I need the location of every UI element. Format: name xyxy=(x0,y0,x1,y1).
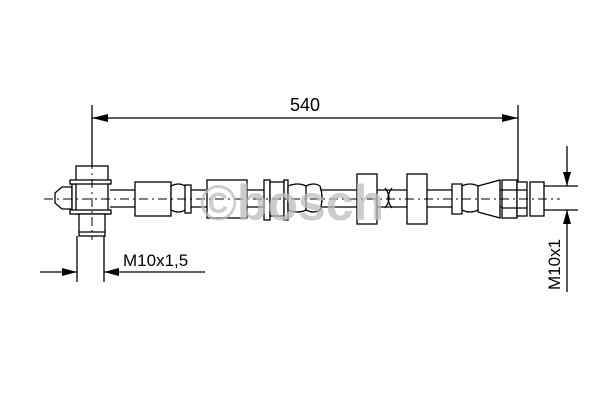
left-thread-dimension: M10x1,5 xyxy=(40,236,205,282)
length-label: 540 xyxy=(290,95,320,115)
right-thread-dimension: M10x1 xyxy=(544,146,578,292)
watermark: ©bosch xyxy=(200,175,384,231)
right-thread-label: M10x1 xyxy=(545,239,564,290)
left-thread-label: M10x1,5 xyxy=(123,251,188,270)
length-dimension: 540 xyxy=(91,95,519,182)
